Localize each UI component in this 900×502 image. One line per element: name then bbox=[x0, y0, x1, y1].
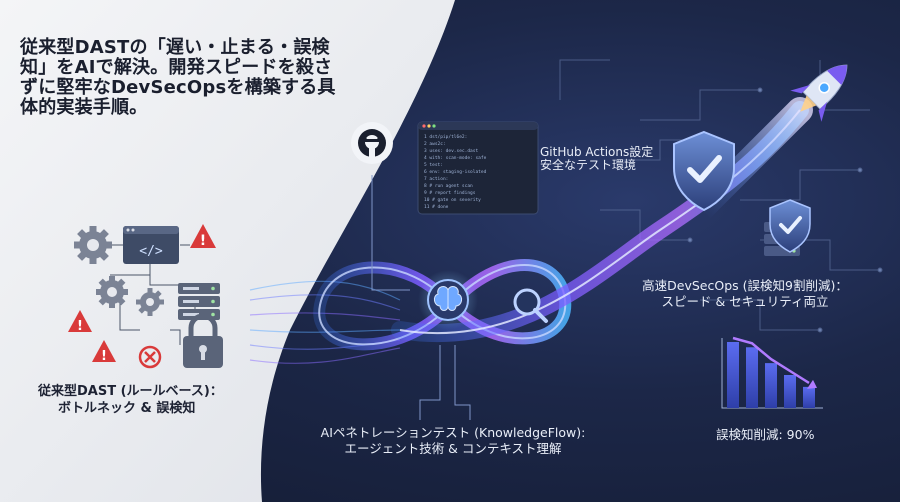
magnifier-icon bbox=[513, 288, 548, 323]
label-ai-pentest: AIペネトレーションテスト (KnowledgeFlow): エージェント技術 … bbox=[318, 425, 588, 457]
chart-trend-arrowhead bbox=[807, 379, 817, 389]
label-ai-pentest-line1: AIペネトレーションテスト (KnowledgeFlow): bbox=[320, 425, 586, 440]
warning-icon: ! bbox=[190, 224, 216, 249]
svg-text:7 action:: 7 action: bbox=[424, 176, 448, 182]
github-icon bbox=[351, 122, 393, 164]
label-fast-devsecops-line1: 高速DevSecOps (誤検知9割削減)： bbox=[642, 278, 848, 293]
chart-bar bbox=[746, 347, 758, 408]
label-ai-pentest-line2: エージェント技術 & コンテキスト理解 bbox=[344, 441, 562, 456]
svg-text:</>: </> bbox=[139, 244, 163, 259]
chart-bar bbox=[727, 342, 739, 408]
svg-text:1 dst/pip/tl6e2:: 1 dst/pip/tl6e2: bbox=[424, 134, 467, 140]
svg-text:3 uses: dev.sec.dast: 3 uses: dev.sec.dast bbox=[424, 148, 478, 154]
warning-icon: ! bbox=[92, 340, 116, 364]
code-window-icon: </> bbox=[123, 226, 179, 264]
chart-bar bbox=[803, 386, 815, 408]
blocked-icon bbox=[138, 345, 162, 369]
headline: 従来型DASTの「遅い・止まる・誤検知」をAIで解決。開発スピードを殺さずに堅牢… bbox=[20, 37, 336, 118]
label-legacy-dast: 従来型DAST (ルールベース)： ボトルネック & 誤検知 bbox=[38, 383, 223, 417]
label-legacy-dast-line2: ボトルネック & 誤検知 bbox=[58, 401, 196, 416]
gear-icon bbox=[74, 226, 112, 264]
code-editor-window: 1 dst/pip/tl6e2: 2 aws2c: 3 uses: dev.se… bbox=[417, 121, 539, 215]
rocket-icon bbox=[790, 64, 848, 122]
chart-trend-line bbox=[732, 336, 810, 384]
brain-icon bbox=[418, 270, 478, 330]
gear-icon bbox=[96, 276, 128, 308]
shield-check-icon bbox=[673, 130, 735, 212]
svg-text:!: ! bbox=[101, 349, 107, 364]
svg-text:11 # done: 11 # done bbox=[424, 204, 449, 210]
label-legacy-dast-line1: 従来型DAST (ルールベース)： bbox=[38, 384, 223, 399]
svg-text:9 # report findings: 9 # report findings bbox=[424, 190, 476, 196]
chart-bar bbox=[784, 375, 796, 408]
warning-icon: ! bbox=[68, 310, 92, 334]
gear-icon bbox=[136, 288, 164, 316]
svg-text:6 env: staging-isolated: 6 env: staging-isolated bbox=[424, 169, 487, 175]
chart-bar bbox=[765, 363, 777, 408]
svg-text:!: ! bbox=[200, 233, 206, 249]
lock-icon bbox=[183, 313, 223, 368]
svg-text:!: ! bbox=[77, 319, 83, 334]
shield-check-icon bbox=[769, 199, 811, 253]
label-fast-devsecops: 高速DevSecOps (誤検知9割削減)： スピード & セキュリティ両立 bbox=[630, 278, 860, 310]
svg-text:4 with: scan-mode: safe: 4 with: scan-mode: safe bbox=[424, 155, 487, 161]
svg-text:8 # run agent scan: 8 # run agent scan bbox=[424, 183, 473, 189]
legacy-cluster: </> ! ! ! bbox=[68, 224, 223, 369]
svg-text:5 test:: 5 test: bbox=[424, 162, 443, 168]
svg-text:10 # gate on severity: 10 # gate on severity bbox=[424, 197, 481, 203]
svg-text:2 aws2c:: 2 aws2c: bbox=[424, 141, 446, 147]
label-reduction: 誤検知削減: 90% bbox=[716, 427, 815, 442]
label-fast-devsecops-line2: スピード & セキュリティ両立 bbox=[661, 294, 829, 309]
reduction-bar-chart bbox=[721, 336, 823, 409]
label-safe-test-env: 安全なテスト環境 bbox=[540, 158, 637, 172]
label-github-actions: GitHub Actions設定 bbox=[540, 145, 654, 159]
